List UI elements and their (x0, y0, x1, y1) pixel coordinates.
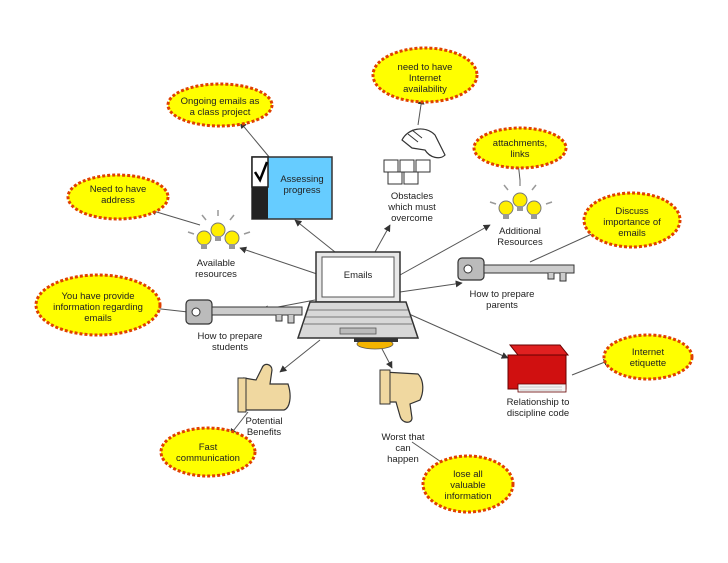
text-line: Additional (499, 226, 541, 237)
text-line: address (101, 195, 135, 206)
text-line: Emails (344, 270, 373, 281)
text-line: Benefits (247, 427, 282, 438)
text-line: You have provide (61, 291, 134, 302)
red-book-icon (507, 344, 570, 393)
text-line: availability (403, 84, 447, 95)
text-line: overcome (391, 213, 433, 224)
text-line: happen (387, 454, 419, 465)
edge-assessing (294, 219, 336, 253)
text-line: communication (176, 453, 240, 464)
text-line: Relationship to (507, 397, 570, 408)
text-line: Fast (199, 442, 218, 453)
edge-need-address (149, 208, 201, 226)
text-line: students (212, 342, 248, 353)
text-line: emails (618, 228, 646, 239)
text-line: progress (284, 185, 321, 196)
text-line: information (445, 491, 492, 502)
text-line: Need to have (90, 184, 147, 195)
text-line: discipline code (507, 408, 569, 419)
text-line: importance of (603, 217, 661, 228)
edge-etiquette (571, 359, 611, 376)
text-line: information regarding (53, 302, 143, 313)
laptop-icon (296, 251, 420, 350)
text-line: How to prepare (470, 289, 535, 300)
edge-relationship (399, 309, 509, 359)
thumbs-down-icon (379, 369, 424, 423)
lightbulbs-icon-2 (187, 210, 251, 249)
cloud-internet (371, 46, 479, 104)
center-label: Emails (344, 270, 373, 281)
text-line: Available (197, 258, 235, 269)
edge-obstacles (374, 224, 391, 253)
edge-prep-parents (399, 280, 463, 293)
text-line: which must (387, 202, 436, 213)
cloud-discuss (582, 191, 682, 249)
text-line: attachments, (493, 138, 547, 149)
cloud-attachments-label: attachments,links (493, 138, 547, 160)
cloud-etiquette (602, 333, 694, 381)
text-line: Potential (246, 416, 283, 427)
cloud-ongoing (166, 82, 274, 128)
lightbulbs-icon (489, 180, 553, 219)
text-line: Obstacles (391, 191, 433, 202)
text-line: lose all (453, 469, 483, 480)
edge-benefits (279, 339, 321, 373)
text-line: Worst that (381, 432, 424, 443)
edge-available (239, 246, 321, 276)
text-line: Ongoing emails as (181, 96, 260, 107)
text-line: a class project (190, 107, 251, 118)
text-line: parents (486, 300, 518, 311)
text-line: can (395, 443, 410, 454)
text-line: Resources (497, 237, 543, 248)
hand-blocks-icon (383, 128, 446, 185)
cloud-need-address (66, 173, 170, 221)
key-icon (457, 257, 575, 282)
thumbs-up-icon (237, 363, 291, 413)
cloud-attachments (472, 126, 568, 170)
cloud-lose (421, 454, 515, 514)
text-line: Discuss (615, 206, 649, 217)
text-line: etiquette (630, 358, 666, 369)
cloud-provide (34, 273, 162, 337)
edge-additional (399, 224, 491, 276)
text-line: Internet (409, 73, 442, 84)
cloud-fast (159, 426, 257, 478)
text-line: links (510, 149, 529, 160)
key-icon-2 (185, 299, 303, 325)
checklist-icon (251, 156, 333, 220)
text-line: valuable (450, 480, 485, 491)
text-line: need to have (398, 62, 453, 73)
text-line: emails (84, 313, 112, 324)
text-line: Internet (632, 347, 665, 358)
text-line: Assessing (280, 174, 323, 185)
edge-ongoing (239, 121, 271, 159)
clouds (34, 46, 694, 514)
text-line: How to prepare (198, 331, 263, 342)
text-line: resources (195, 269, 237, 280)
